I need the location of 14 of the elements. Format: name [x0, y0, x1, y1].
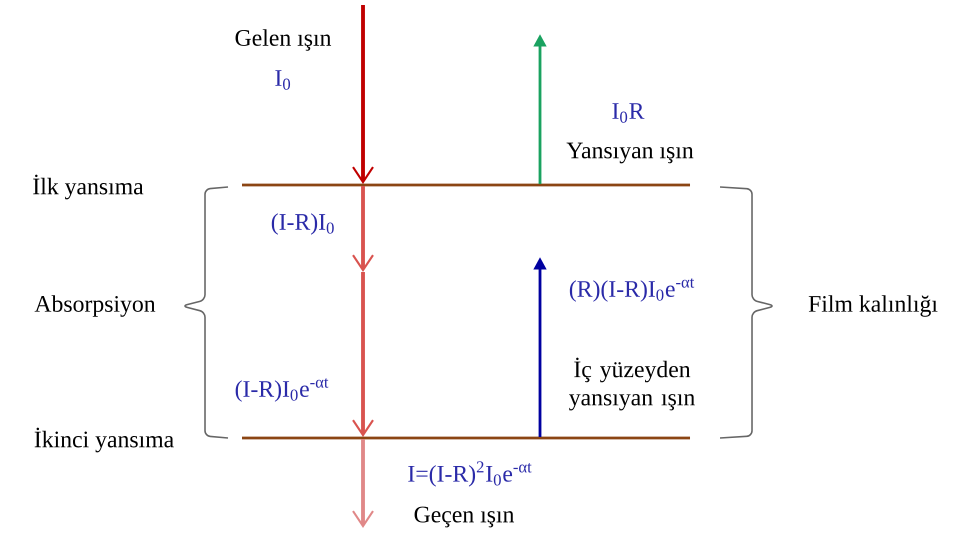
text-label: Absorpsiyon — [34, 295, 156, 317]
formula-label: I$_{0}$ — [275, 70, 290, 90]
text-label: Film kalınlığı — [808, 295, 938, 317]
formula-label: I$_{0}$R — [612, 103, 644, 123]
formula-label: (R)(I-R)I$_{0}$e$^{-αt}$ — [570, 278, 694, 302]
text-label: İkinci yansıma — [34, 428, 174, 452]
formula-label: I=(I-R)$^{2}$I$_{0}$e$^{-αt}$ — [408, 461, 532, 487]
text-label: Gelen ışın — [236, 29, 332, 51]
formula-label: (I-R)I$_{0}$ — [272, 213, 334, 235]
formula-label: (I-R)I$_{0}$e$^{-αt}$ — [236, 378, 328, 402]
text-label: İç yüzeyden yansıyan ışın — [569, 358, 695, 410]
text-label: Geçen ışın — [414, 506, 514, 528]
text-label: Yansıyan ışın — [566, 142, 694, 164]
text-label: İlk yansıma — [33, 174, 144, 200]
